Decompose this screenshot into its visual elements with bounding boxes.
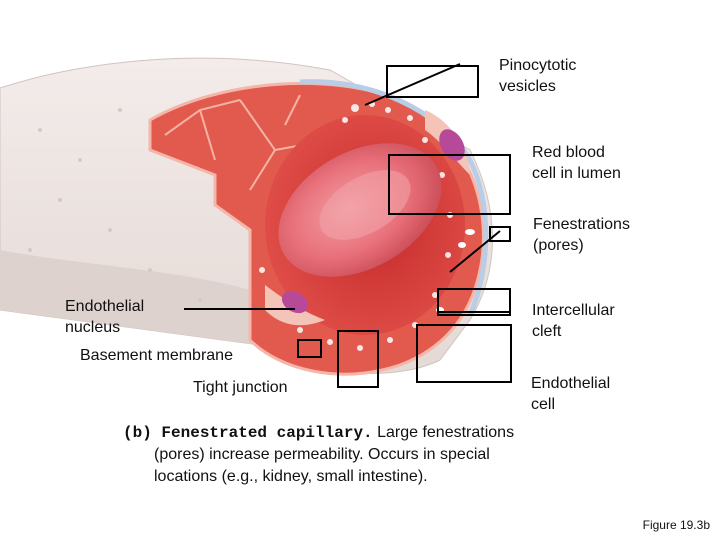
caption-line-2: (pores) increase permeability. Occurs in… xyxy=(154,446,490,463)
label-pinocytotic-vesicles: Pinocytotic vesicles xyxy=(499,57,577,95)
answer-box-5 xyxy=(297,339,322,358)
caption-line-3: locations (e.g., kidney, small intestine… xyxy=(154,468,428,485)
red-blood-cell-center xyxy=(319,170,411,240)
label-endothelial-nucleus: Endothelial nucleus xyxy=(65,298,145,336)
capillary-wall-shadow xyxy=(0,250,260,345)
label-endothelial-cell: Endothelial cell xyxy=(531,375,611,413)
answer-box-1 xyxy=(386,65,479,98)
caption-text-1: Large fenestrations xyxy=(377,424,515,441)
caption-line-1: (b) Fenestrated capillary. Large fenestr… xyxy=(123,422,514,444)
leader-lines xyxy=(184,63,510,313)
wall-texture xyxy=(28,108,202,302)
label-fenestrations: Fenestrations (pores) xyxy=(533,216,630,254)
answer-box-2 xyxy=(388,154,511,215)
endothelial-cell-patch-lower xyxy=(265,285,325,326)
caption-lead: (b) Fenestrated capillary. xyxy=(123,424,373,442)
label-tight-junction: Tight junction xyxy=(193,379,288,396)
answer-box-6 xyxy=(337,330,379,388)
label-red-blood-cell: Red blood cell in lumen xyxy=(532,144,621,182)
label-intercellular-cleft: Intercellular cleft xyxy=(532,302,615,340)
label-basement-membrane: Basement membrane xyxy=(80,347,233,364)
answer-box-4 xyxy=(437,288,511,316)
cell-boundaries xyxy=(164,94,331,191)
endothelial-nucleus-lower xyxy=(281,290,309,314)
label-boxes xyxy=(297,65,512,388)
answer-box-3 xyxy=(489,226,511,242)
answer-box-7 xyxy=(416,324,512,383)
basement-membrane-edge xyxy=(299,79,489,317)
figure-number: Figure 19.3b xyxy=(642,518,710,532)
endothelial-nucleus-upper xyxy=(439,129,465,161)
